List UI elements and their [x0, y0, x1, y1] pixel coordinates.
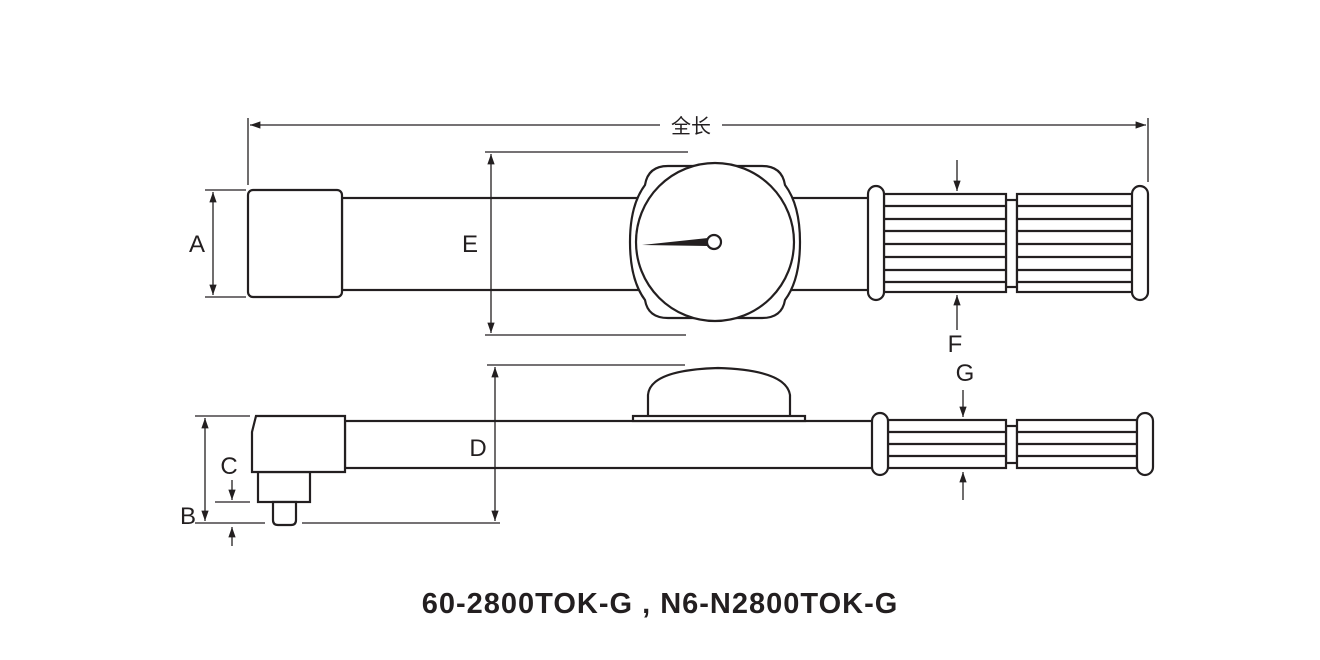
wrench-head-side [250, 414, 347, 527]
label-a: A [189, 231, 205, 258]
square-drive [256, 470, 312, 504]
model-title: 60-2800TOK-G , N6-N2800TOK-G [422, 588, 899, 620]
dimension-c: C [215, 453, 250, 546]
grip-handle-side [870, 411, 1155, 477]
label-b: B [180, 503, 196, 530]
drive-pin [271, 500, 298, 527]
dimension-d: D [302, 364, 685, 524]
dimension-e: E [462, 151, 688, 336]
grip-end-cap [866, 184, 886, 302]
dimension-g: G [956, 360, 975, 500]
label-g: G [956, 360, 975, 387]
grip-handle [866, 184, 1150, 302]
dial-gauge [628, 161, 802, 323]
label-e: E [462, 231, 478, 258]
needle-hub [705, 233, 723, 251]
dimension-f: F [948, 160, 963, 358]
dimension-a: A [189, 189, 246, 298]
side-view: D B C G [180, 360, 1155, 546]
grip-end-cap [870, 411, 890, 477]
wrench-shaft-side [343, 419, 877, 470]
dimension-b: B [180, 415, 265, 530]
grip-end-cap [1130, 184, 1150, 302]
label-d: D [469, 435, 486, 462]
label-f: F [948, 331, 963, 358]
dial-dome [631, 366, 807, 423]
wrench-head [246, 188, 344, 299]
dial-needle [642, 238, 708, 246]
label-overall-length: 全长 [671, 114, 711, 138]
top-view: 全长 A E F [189, 114, 1150, 358]
grip-end-cap [1135, 411, 1155, 477]
dimension-overall-length: 全长 [247, 114, 1149, 185]
label-c: C [220, 453, 237, 480]
